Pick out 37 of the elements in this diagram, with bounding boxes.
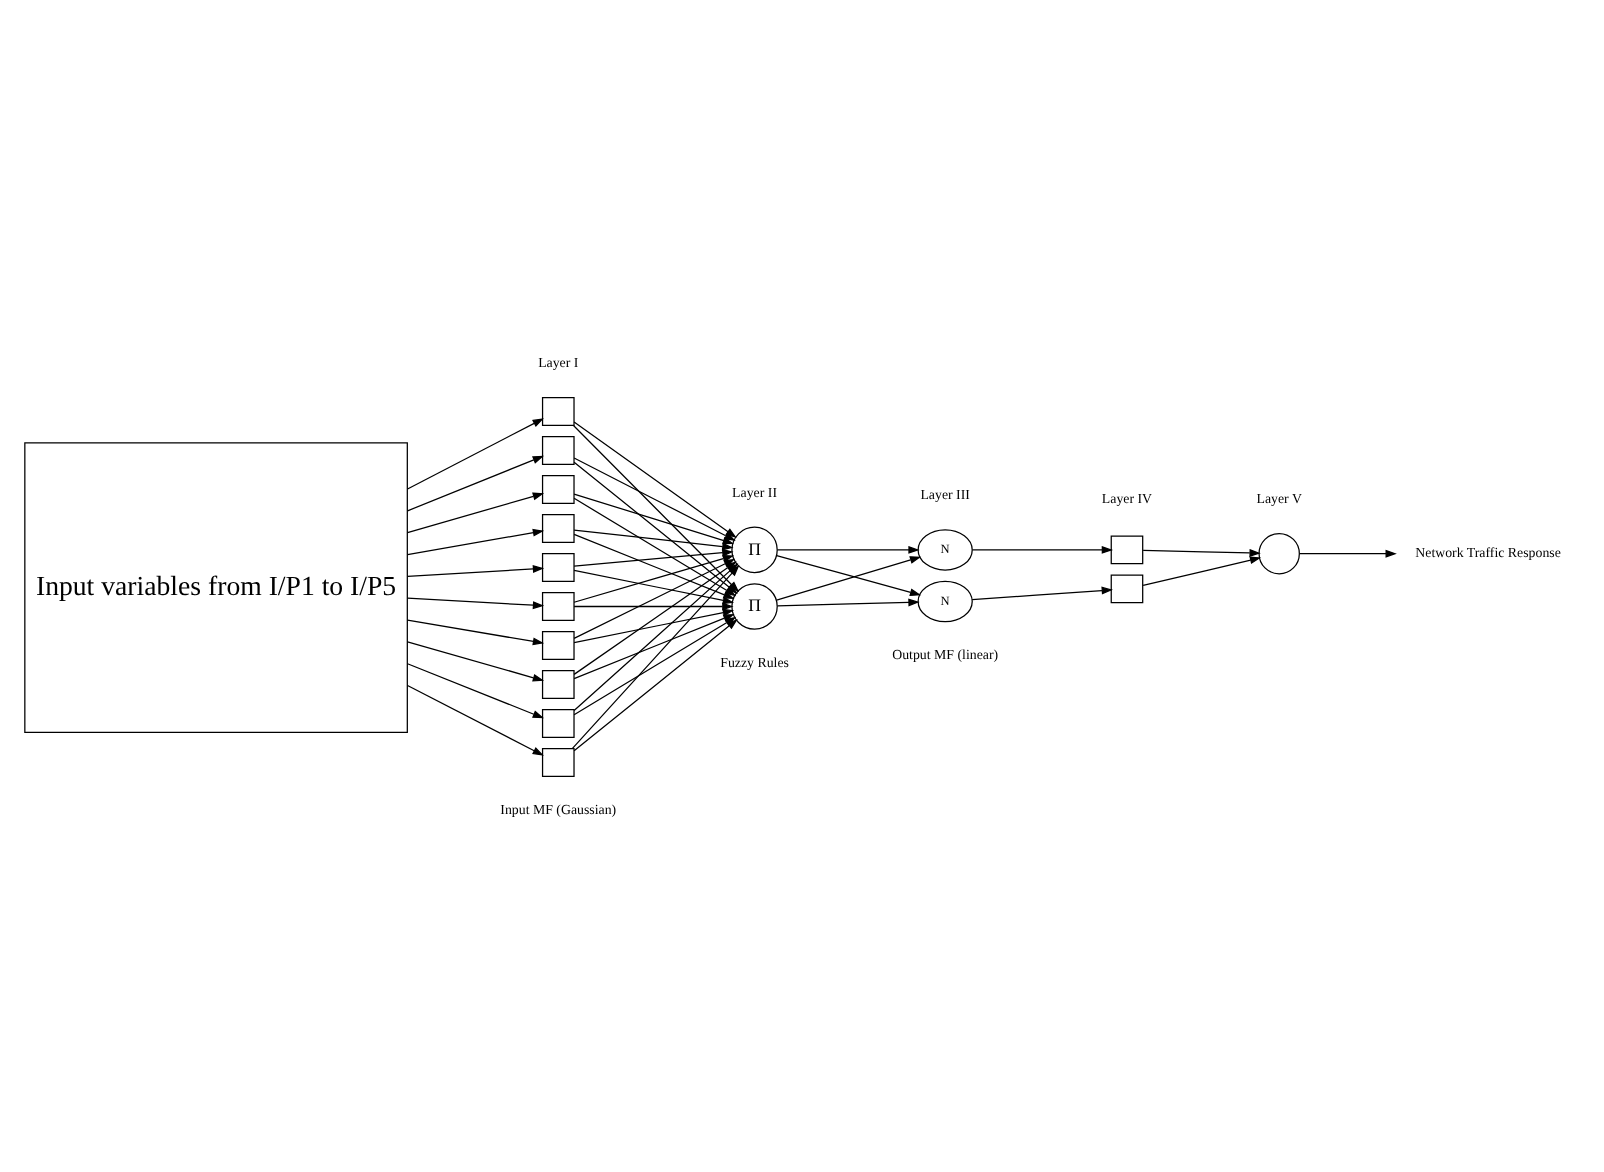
arrow [405,491,544,533]
node-circle [1257,531,1299,574]
node-box [540,669,574,698]
node-box [540,552,574,581]
arrow [970,544,1113,553]
node-box [1109,573,1143,603]
node-box [540,747,574,776]
node-box [540,513,574,542]
node-box [540,435,574,464]
node-box [540,474,574,503]
arrow [405,563,544,576]
node-box [540,396,574,425]
arrow [970,585,1112,600]
node-box [540,591,574,620]
node-box: Input variables from I/P1 to I/P5 [23,441,407,732]
node-circle: Π [730,525,777,573]
arrow [1141,547,1260,556]
arrow [405,454,544,511]
node-box [540,708,574,737]
arrow [572,601,733,610]
arrow [572,547,733,566]
arrow [572,568,734,604]
arrow [405,596,544,609]
arrow [405,618,544,645]
node-box [540,630,574,659]
arrow [405,662,544,718]
arrow [775,597,919,606]
arrow [405,527,544,555]
arrow [405,683,543,755]
arrow [1141,555,1261,585]
arrow [405,640,544,681]
arrow [1297,548,1396,557]
node-box [1109,534,1143,564]
arrow [405,417,543,489]
arrow [572,528,733,550]
node-circle: Π [730,582,777,629]
arrow [775,544,919,553]
